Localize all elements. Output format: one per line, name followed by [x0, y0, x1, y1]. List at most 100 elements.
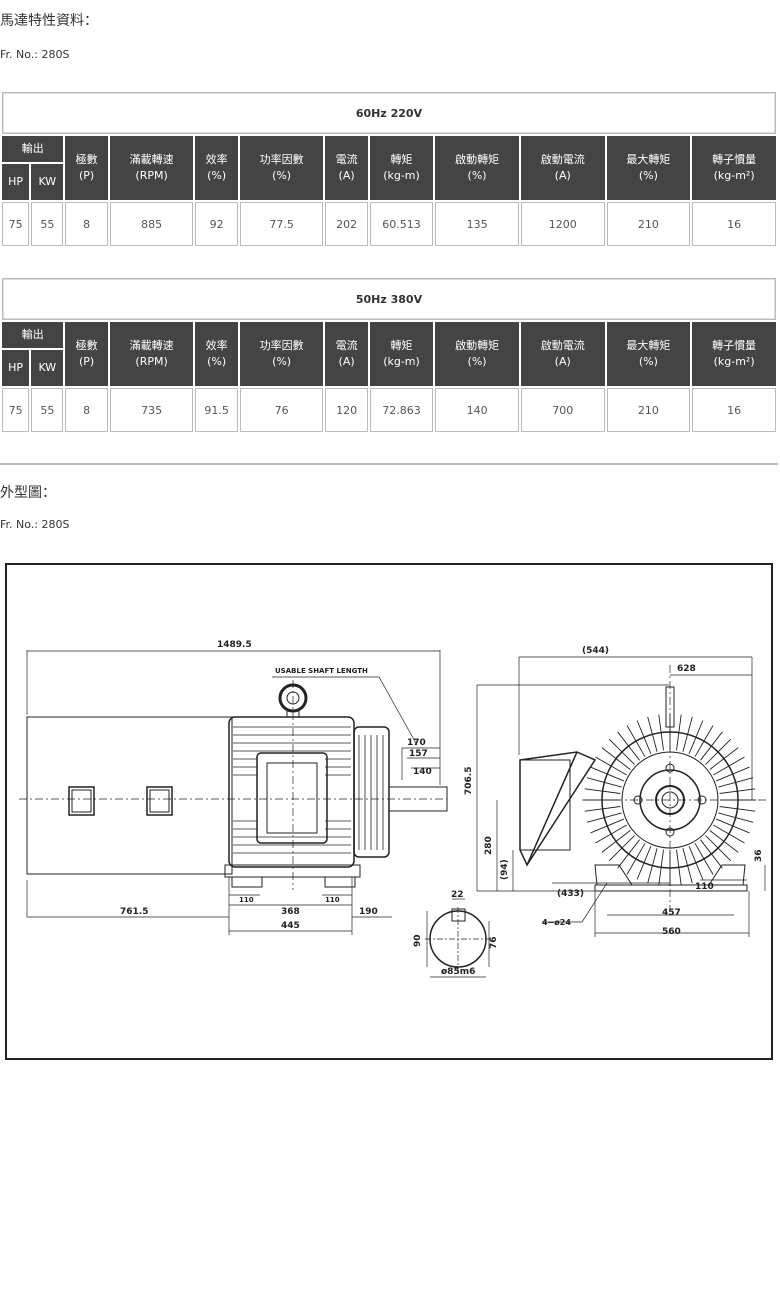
cooling-fin	[601, 747, 631, 770]
frequency-label: 60Hz 220V	[2, 92, 776, 134]
spec-table-50hz: 50Hz 380V 輸出 極數(P) 滿載轉速(RPM) 效率(%) 功率因數(…	[0, 276, 778, 434]
table-cell: 135	[435, 202, 519, 246]
frequency-label: 50Hz 380V	[2, 278, 776, 320]
dim-157: 157	[409, 749, 428, 759]
cooling-fin	[608, 835, 635, 862]
cooling-fin	[719, 806, 756, 812]
dim-433: (433)	[557, 889, 584, 899]
cooling-fin	[617, 839, 640, 869]
dim-total-length: 1489.5	[217, 640, 252, 650]
dim-628: 628	[677, 664, 696, 674]
cooling-fin	[682, 716, 693, 752]
table-cell: 60.513	[369, 202, 434, 246]
cooling-fin	[617, 731, 640, 761]
cooling-fin	[586, 777, 622, 788]
table-cell: 76	[239, 388, 324, 432]
start-current-header: 啟動電流(A)	[520, 322, 605, 386]
dim-90: 90	[413, 934, 423, 947]
cooling-fin	[595, 756, 627, 776]
cooling-fin	[584, 806, 621, 812]
rpm-header: 滿載轉速(RPM)	[109, 136, 194, 200]
dim-110-b: 110	[325, 896, 340, 904]
max-torque-header: 最大轉矩(%)	[606, 136, 691, 200]
torque-header: 轉矩(kg-m)	[369, 322, 434, 386]
cooling-fin	[700, 731, 723, 761]
efficiency-header: 效率(%)	[195, 136, 238, 200]
table-cell: 75	[2, 388, 30, 432]
section-divider	[0, 463, 778, 465]
table-cell: 92	[195, 202, 238, 246]
efficiency-header: 效率(%)	[195, 322, 238, 386]
output-header: 輸出	[2, 322, 64, 348]
cooling-fin	[709, 830, 739, 853]
poles-header: 極數(P)	[65, 136, 108, 200]
cooling-fin	[718, 812, 754, 823]
spec-table-60hz: 60Hz 220V 輸出 極數(P) 滿載轉速(RPM) 效率(%) 功率因數(…	[0, 90, 778, 248]
torque-header: 轉矩(kg-m)	[369, 136, 434, 200]
hp-header: HP	[2, 164, 30, 200]
cooling-fin	[694, 725, 714, 757]
dim-280: 280	[484, 836, 494, 855]
table-cell: 700	[520, 388, 605, 432]
cooling-fin	[705, 738, 732, 765]
table-cell: 885	[109, 202, 194, 246]
inertia-header: 轉子慣量(kg-m²)	[692, 136, 776, 200]
cooling-fin	[626, 725, 646, 757]
max-torque-header: 最大轉矩(%)	[606, 322, 691, 386]
cooling-fin	[658, 714, 664, 751]
cooling-fin	[676, 849, 682, 886]
cooling-fin	[700, 839, 723, 869]
table-cell: 1200	[520, 202, 605, 246]
cooling-fin	[688, 720, 704, 754]
cooling-fin	[586, 812, 622, 823]
dim-457: 457	[662, 908, 681, 918]
current-header: 電流(A)	[325, 322, 368, 386]
terminal-box-body	[26, 716, 233, 875]
table-cell: 210	[606, 388, 691, 432]
inertia-header: 轉子慣量(kg-m²)	[692, 322, 776, 386]
cooling-fin	[590, 766, 624, 782]
output-header: 輸出	[2, 136, 64, 162]
cooling-fin	[590, 818, 624, 834]
dim-110-a: 110	[239, 896, 254, 904]
cooling-fin	[636, 846, 652, 880]
cooling-fin	[694, 843, 714, 875]
cooling-fin	[682, 848, 693, 884]
dim-22: 22	[451, 890, 464, 900]
rpm-header: 滿載轉速(RPM)	[109, 322, 194, 386]
hp-header: HP	[2, 350, 30, 386]
dim-36: 36	[754, 849, 764, 862]
cooling-fin	[647, 848, 658, 884]
cooling-fin	[716, 766, 750, 782]
cooling-fin	[716, 818, 750, 834]
table-cell: 16	[692, 202, 776, 246]
table-cell: 8	[65, 388, 108, 432]
outline-drawing: 1489.5 USABLE SHAFT LENGTH 170 157 140 7…	[5, 563, 773, 1060]
start-torque-header: 啟動轉矩(%)	[435, 322, 519, 386]
cooling-fin	[584, 788, 621, 794]
dim-110-c: 110	[695, 882, 714, 892]
cooling-fin	[608, 738, 635, 765]
dim-shaft-diameter: ø85m6	[441, 967, 475, 977]
power-factor-header: 功率因數(%)	[239, 322, 324, 386]
dim-76: 76	[489, 936, 499, 949]
outline-frame-number: Fr. No.: 280S	[0, 518, 70, 531]
cooling-fin	[647, 716, 658, 752]
cooling-fin	[713, 756, 745, 776]
characteristics-title: 馬達特性資料：	[0, 13, 98, 29]
cooling-fin	[705, 835, 732, 862]
dim-190: 190	[359, 907, 378, 917]
cooling-fin	[719, 788, 756, 794]
cooling-fin	[595, 824, 627, 844]
table-cell: 77.5	[239, 202, 324, 246]
start-current-header: 啟動電流(A)	[520, 136, 605, 200]
dim-368: 368	[281, 907, 300, 917]
table-cell: 75	[2, 202, 30, 246]
current-header: 電流(A)	[325, 136, 368, 200]
table-cell: 91.5	[195, 388, 238, 432]
cooling-fin	[713, 824, 745, 844]
dim-761-5: 761.5	[120, 907, 148, 917]
cooling-fin	[676, 714, 682, 751]
table-cell: 202	[325, 202, 368, 246]
cooling-fin	[601, 830, 631, 853]
